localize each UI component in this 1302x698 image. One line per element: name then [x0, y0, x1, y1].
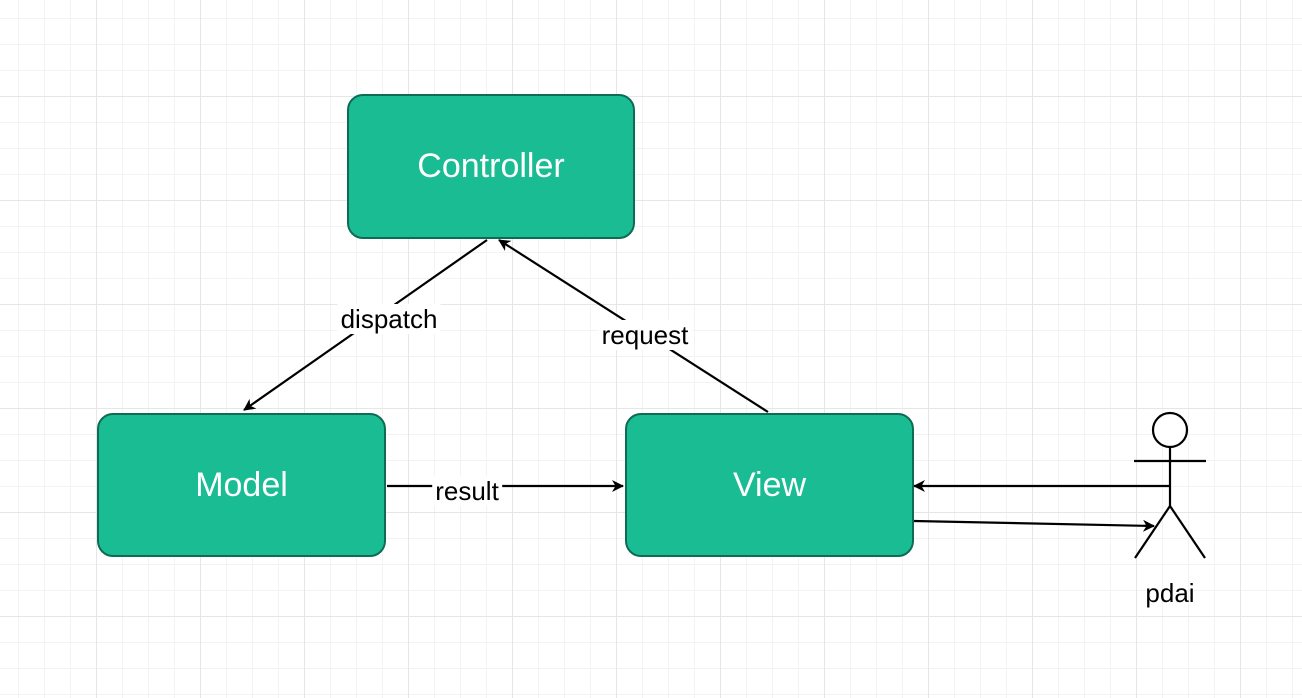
- actor-label: pdai: [1145, 578, 1195, 608]
- model-label: Model: [195, 465, 288, 504]
- controller-node[interactable]: Controller: [347, 94, 635, 239]
- dispatch-label: dispatch: [337, 304, 441, 334]
- request-label: request: [598, 320, 692, 350]
- model-node[interactable]: Model: [97, 413, 386, 557]
- stick-figure-icon[interactable]: [1134, 411, 1206, 559]
- controller-label: Controller: [417, 147, 565, 185]
- view-label: View: [732, 465, 807, 504]
- result-label: result: [432, 476, 502, 506]
- edge-view-to-actor[interactable]: [913, 519, 1155, 532]
- view-node[interactable]: View: [625, 413, 914, 557]
